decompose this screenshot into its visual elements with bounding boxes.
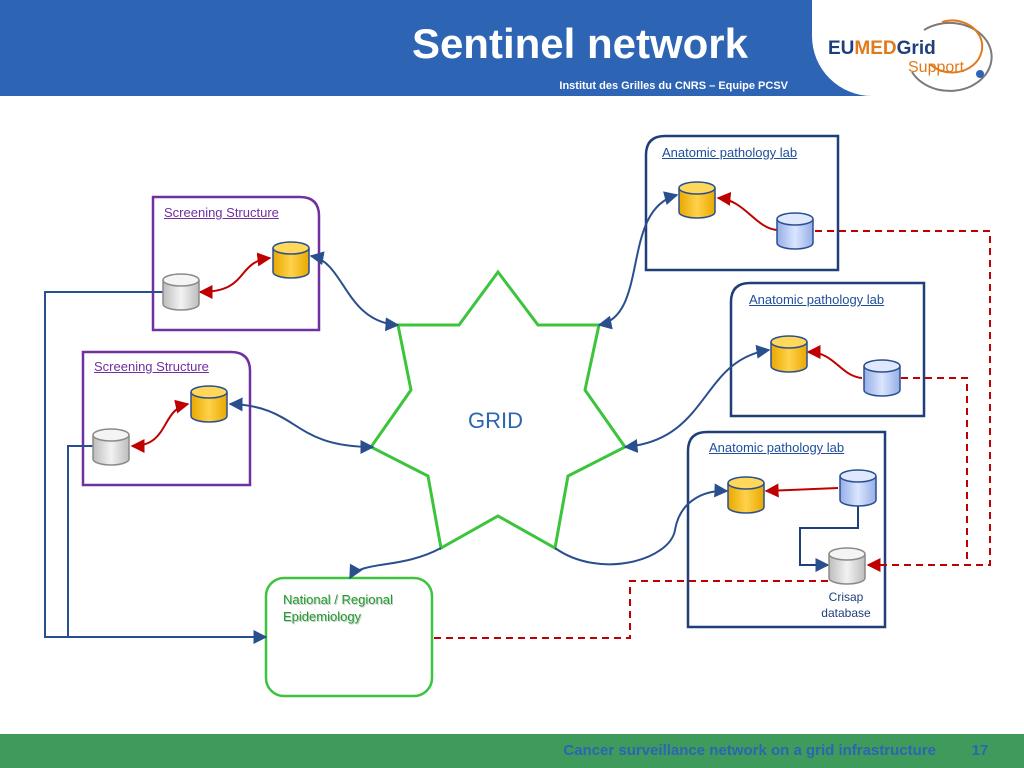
connector-screening1-grid [309,251,400,332]
screening2-gray-db-icon [92,428,130,466]
logo-graphic: EUMEDGrid Support [828,19,993,92]
lab-label-1[interactable]: Anatomic pathology lab [662,145,798,160]
lab2-gold-db-icon [770,335,808,373]
connector-lab3-grid [554,483,729,566]
connector-screening1-epidemiology [44,291,268,644]
crisap-label-line1: Crisap [828,590,864,604]
screening-structure-label-1[interactable]: Screening Structure [164,205,279,220]
crisap-db-icon [828,547,866,585]
lab2-blue-db-icon [863,359,901,397]
screening-structure-label-2[interactable]: Screening Structure [94,359,209,374]
crisap-label-line2: database [821,606,871,620]
grid-star [368,269,628,551]
lab-label-2[interactable]: Anatomic pathology lab [749,292,885,307]
lab1-gold-db-icon [678,181,716,219]
dashed-link-crisap-epidemiology [432,580,828,639]
slide-subtitle: Institut des Grilles du CNRS – Equipe PC… [559,80,788,92]
epidemiology-label-line2: Epidemiology [283,609,362,624]
red-arrow-lab1 [716,191,778,231]
dashed-link-lab1-crisap [815,230,991,572]
red-arrow-lab3 [764,483,839,498]
connector-screening2-epidemiology [67,445,95,637]
red-arrow-lab2 [806,345,863,379]
dashed-link-lab2-crisap [901,377,968,565]
connector-lab1-grid [597,191,679,330]
footer-bar [0,734,1024,768]
connector-screening2-grid [228,397,375,454]
lab3-gold-db-icon [727,476,765,514]
red-arrow-screening1 [198,252,272,299]
screening2-gold-db-icon [190,385,228,423]
screening1-gray-db-icon [162,273,200,311]
lab-label-3[interactable]: Anatomic pathology lab [709,440,845,455]
epidemiology-label-line1: National / Regional [283,592,393,607]
connector-lab3-crisap [799,503,859,572]
footer-text: Cancer surveillance network on a grid in… [563,742,936,759]
red-arrow-screening2 [130,399,190,453]
svg-text:EUMEDGrid: EUMEDGrid [828,38,936,59]
screening1-gold-db-icon [272,241,310,279]
grid-label: GRID [468,408,523,433]
slide-title: Sentinel network [411,20,748,67]
eumedgrid-logo: EUMEDGrid Support [812,0,1024,96]
svg-text:Support: Support [908,59,965,76]
connector-lab2-grid [623,344,771,453]
epidemiology-label: National / Regional Epidemiology [283,591,393,625]
lab1-blue-db-icon [776,212,814,250]
lab3-blue-db-icon [839,469,877,507]
crisap-label: Crisap database [808,589,884,621]
page-number: 17 [971,742,989,759]
connector-grid-epidemiology [349,547,442,580]
